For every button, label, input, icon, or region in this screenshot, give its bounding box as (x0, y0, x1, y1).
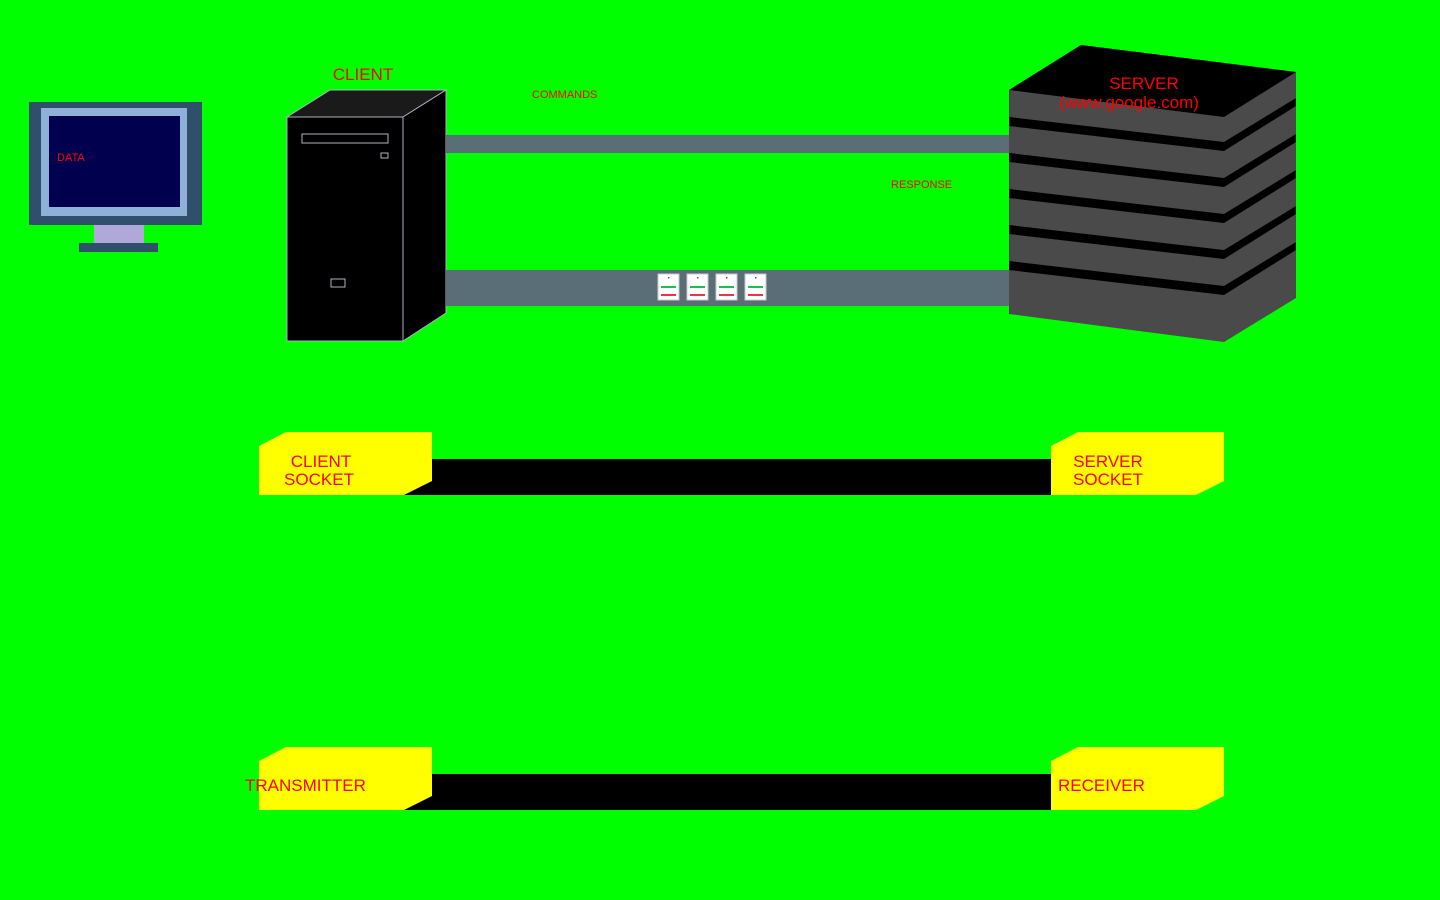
server-label-line1: SERVER (1109, 74, 1179, 93)
transmitter-box (259, 747, 432, 810)
server-socket-box (1051, 432, 1224, 495)
data-packet (744, 273, 767, 301)
monitor-icon: DATA (29, 102, 202, 252)
transmission-link-bar (404, 774, 1064, 810)
client-socket-label-line1: CLIENT (291, 452, 351, 471)
receiver-box (1051, 747, 1224, 810)
client-socket-box (259, 432, 432, 495)
server-socket-label-line2: SOCKET (1073, 470, 1143, 489)
data-packet (657, 273, 680, 301)
server-label-line2: (www.google.com) (1059, 93, 1199, 112)
data-packet (686, 273, 709, 301)
client-socket-label-line2: SOCKET (284, 470, 354, 489)
response-label: RESPONSE (891, 179, 952, 191)
pc-tower-icon (285, 89, 448, 342)
receiver-label: RECEIVER (1058, 776, 1145, 795)
transmitter-label: TRANSMITTER (245, 776, 366, 795)
socket-link-bar (404, 459, 1064, 495)
commands-pipe (446, 135, 1009, 153)
monitor-screen-text: DATA (57, 152, 85, 164)
commands-label: COMMANDS (532, 89, 597, 101)
client-label: CLIENT (333, 65, 393, 84)
server-socket-label-line1: SERVER (1073, 452, 1143, 471)
data-packet (715, 273, 738, 301)
data-packet-icon (657, 273, 767, 301)
server-stack-icon: SERVER (www.google.com) (1009, 45, 1296, 342)
